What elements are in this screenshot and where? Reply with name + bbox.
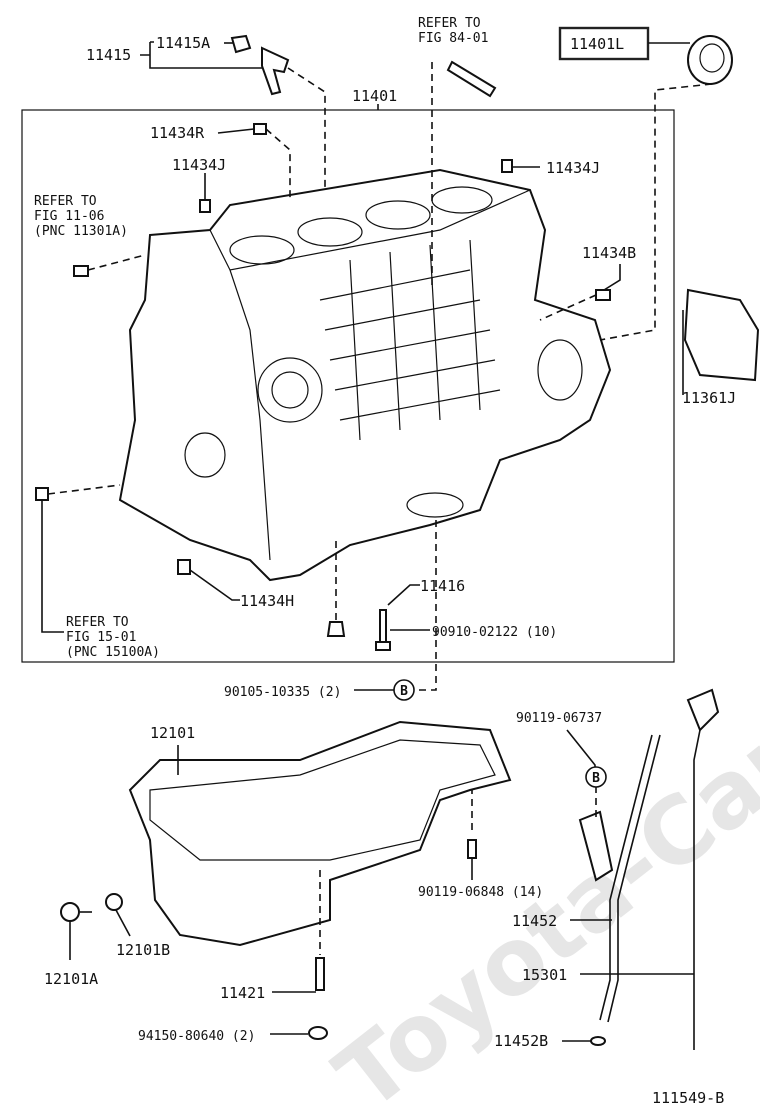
- label-refer-84-line2[interactable]: FIG 84-01: [418, 31, 488, 46]
- pin-refer-11-06-drawing: [73, 265, 89, 277]
- label-11434R[interactable]: 11434R: [150, 124, 205, 142]
- pin-11434H-drawing: [177, 559, 191, 575]
- label-12101[interactable]: 12101: [150, 724, 195, 742]
- pin-11434B-drawing: [595, 289, 611, 301]
- oil-seal-11401L-drawing: [687, 35, 733, 85]
- label-11415[interactable]: 11415: [86, 46, 131, 64]
- label-15301[interactable]: 15301: [522, 966, 567, 984]
- label-90105-10335[interactable]: 90105-10335 (2): [224, 685, 341, 700]
- label-refer-15-line1: REFER TO: [66, 615, 129, 630]
- stud-bolt-drawing: [446, 60, 497, 98]
- label-90119-06737[interactable]: 90119-06737: [516, 711, 602, 726]
- bolt-90119-06848-drawing: [467, 839, 477, 859]
- label-11401L[interactable]: 11401L: [570, 35, 624, 53]
- label-refer-15-line3: (PNC 15100A): [66, 645, 160, 660]
- marker-circle-b-2: [585, 766, 607, 788]
- label-12101B[interactable]: 12101B: [116, 941, 170, 959]
- plate-11361J-drawing: [683, 288, 760, 382]
- label-11361J[interactable]: 11361J: [682, 389, 736, 407]
- nut-94150-drawing: [308, 1026, 328, 1040]
- block-group-frame: [21, 109, 675, 663]
- marker-b-label-2: B: [592, 771, 600, 786]
- label-90910-02122[interactable]: 90910-02122 (10): [432, 625, 557, 640]
- part-11415-drawing: [261, 46, 290, 96]
- stud-11421-drawing: [315, 957, 325, 991]
- label-94150-80640[interactable]: 94150-80640 (2): [138, 1029, 255, 1044]
- label-11416[interactable]: 11416: [420, 577, 465, 595]
- marker-circle-b: [393, 679, 415, 701]
- plug-12101A-drawing: [60, 902, 80, 922]
- pin-11434J-left-drawing: [199, 199, 211, 213]
- o-ring-11452B-drawing: [590, 1036, 606, 1046]
- marker-b-label: B: [400, 684, 408, 699]
- bolt-90910-drawing: [375, 609, 391, 651]
- bolt-11416-drawing: [326, 621, 346, 637]
- label-refer-84-line1: REFER TO: [418, 16, 481, 31]
- label-refer-11-line1: REFER TO: [34, 194, 97, 209]
- pin-11434R-drawing: [253, 123, 267, 135]
- label-12101A[interactable]: 12101A: [44, 970, 98, 988]
- label-refer-11-line2[interactable]: FIG 11-06: [34, 209, 104, 224]
- label-90119-06848[interactable]: 90119-06848 (14): [418, 885, 543, 900]
- dipstick-handle-drawing: [686, 688, 720, 732]
- diagram-id: 111549-B: [652, 1089, 724, 1107]
- label-refer-11-line3: (PNC 11301A): [34, 224, 128, 239]
- label-11452B[interactable]: 11452B: [494, 1032, 548, 1050]
- dipstick-guide-drawing: [599, 734, 653, 1021]
- plug-11415A-drawing: [230, 34, 252, 54]
- label-11434B[interactable]: 11434B: [582, 244, 636, 262]
- gasket-12101B-drawing: [105, 893, 123, 911]
- label-11434H[interactable]: 11434H: [240, 592, 294, 610]
- cylinder-block-drawing: [118, 168, 612, 582]
- dipstick-15301-drawing: [693, 729, 701, 1050]
- label-11434J-right[interactable]: 11434J: [546, 159, 600, 177]
- label-11421[interactable]: 11421: [220, 984, 265, 1002]
- guide-bracket-drawing: [578, 810, 614, 882]
- label-11415A[interactable]: 11415A: [156, 34, 210, 52]
- pin-11434J-right-drawing: [501, 159, 513, 173]
- pin-refer-15-01-drawing: [35, 487, 49, 501]
- label-11452[interactable]: 11452: [512, 912, 557, 930]
- label-refer-15-line2[interactable]: FIG 15-01: [66, 630, 136, 645]
- oil-pan-drawing: [128, 720, 512, 947]
- label-11434J-left[interactable]: 11434J: [172, 156, 226, 174]
- label-11401[interactable]: 11401: [352, 87, 397, 105]
